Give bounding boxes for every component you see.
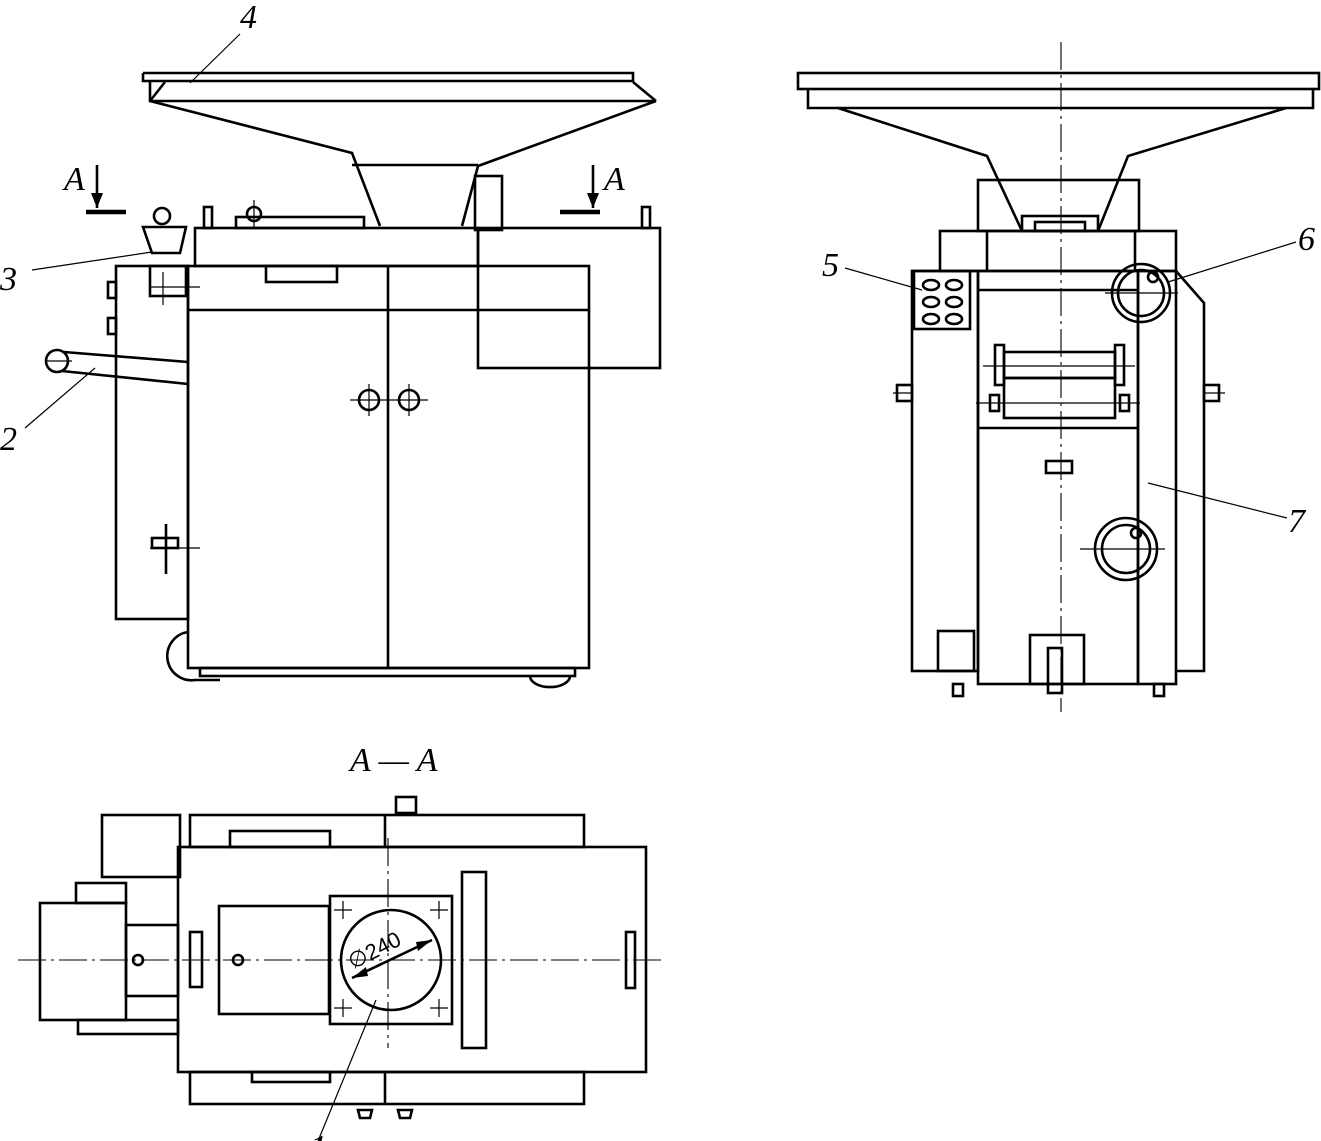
section-letter-left: A bbox=[62, 161, 85, 198]
section-view: ∅240 bbox=[18, 795, 664, 1120]
label-6: 6 bbox=[1298, 221, 1315, 258]
right-column bbox=[1136, 269, 1178, 686]
front-hopper-rim bbox=[796, 71, 1321, 91]
outlet-circle bbox=[339, 908, 443, 1012]
hopper bbox=[141, 71, 657, 227]
motor-housing bbox=[38, 901, 128, 1022]
section-title: A — A bbox=[348, 742, 438, 779]
label-1: 1 bbox=[310, 1129, 327, 1141]
section-marker-left: A bbox=[62, 161, 126, 215]
left-column bbox=[910, 269, 980, 673]
section-letter-right: A bbox=[602, 161, 625, 198]
discharge-chute bbox=[473, 174, 504, 232]
label-2: 2 bbox=[0, 421, 17, 458]
label-4: 4 bbox=[240, 0, 257, 36]
handwheel-upper bbox=[1105, 262, 1178, 324]
side-panel bbox=[114, 264, 190, 621]
handwheel-lower bbox=[1080, 516, 1165, 582]
dosing-funnel bbox=[141, 225, 188, 255]
wheel-left bbox=[165, 630, 220, 682]
label-5: 5 bbox=[822, 247, 839, 284]
roller-assembly bbox=[976, 343, 1140, 420]
front-view bbox=[796, 42, 1321, 712]
side-view bbox=[44, 71, 662, 689]
main-cabinet bbox=[186, 264, 591, 678]
lever-arm bbox=[44, 348, 189, 386]
rear-housing bbox=[476, 226, 662, 370]
center-column bbox=[976, 269, 1140, 686]
label-7: 7 bbox=[1288, 503, 1307, 540]
label-3: 3 bbox=[0, 261, 17, 298]
upper-housing bbox=[193, 226, 480, 268]
feed-plate bbox=[328, 894, 454, 1026]
top-cover bbox=[234, 215, 366, 230]
guide-bar bbox=[460, 870, 488, 1050]
control-panel bbox=[912, 269, 972, 331]
section-marker-right: A bbox=[560, 161, 625, 215]
cabinet-handle-plate bbox=[264, 264, 339, 284]
wheel-right bbox=[528, 675, 572, 689]
